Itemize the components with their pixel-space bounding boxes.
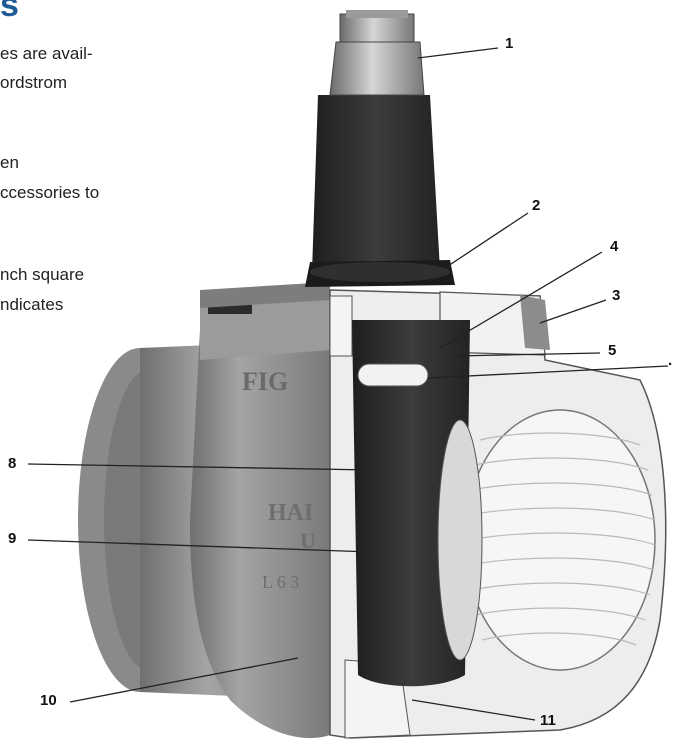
peg [357,363,429,387]
leader-lines [27,47,669,721]
casting-mark: HAI [268,500,313,526]
body-line-4: ccessories to [0,183,100,202]
callout-5: 5 [608,342,617,359]
body-line-5: nch square [0,265,85,284]
body-line-2: ordstrom [0,73,68,92]
callout-2: 2 [532,197,541,214]
casting-nums: L 6 3 [262,572,299,592]
callout-9: 9 [8,530,17,547]
body-line-3: en [0,153,19,172]
valve-body [190,318,330,739]
callout-8: 8 [8,455,17,472]
hex-nut [329,10,425,96]
callout-3: 3 [612,287,621,304]
body-line-1: es are avail- [0,44,93,63]
callout-10: 10 [40,692,57,709]
bonnet [200,282,330,360]
callout-6: . [668,352,673,369]
casting-fig: FIG [242,367,288,396]
body-line-6: ndicates [0,295,64,314]
casting-u: U [300,528,316,553]
callout-11: 11 [540,712,556,729]
plug-port [437,419,483,661]
section-heading: s [0,0,19,24]
callout-4: 4 [610,238,619,255]
stem [305,95,455,287]
callout-1: 1 [505,35,514,52]
